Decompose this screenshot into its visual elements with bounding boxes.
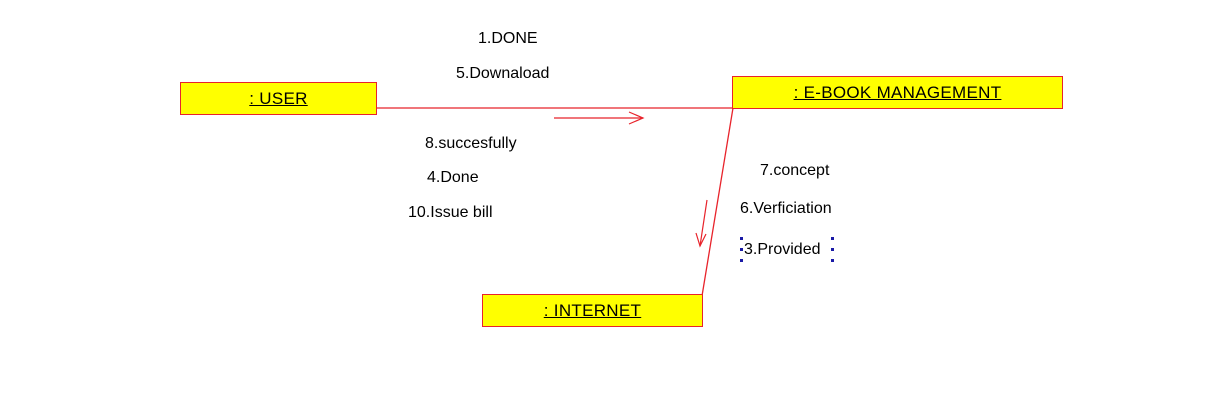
- selection-handle-top-right[interactable]: [831, 237, 834, 240]
- message-7-label: 7.concept: [760, 162, 830, 179]
- selection-handle-bottom-right[interactable]: [831, 259, 834, 262]
- message-6-label: 6.Verficiation: [740, 200, 832, 217]
- internet-object[interactable]: : INTERNET: [482, 294, 703, 327]
- user-object[interactable]: : USER: [180, 82, 377, 115]
- message-5-label: 5.Downaload: [456, 65, 550, 82]
- selection-handle-top-left[interactable]: [740, 237, 743, 240]
- message-1-label: 1.DONE: [478, 30, 538, 47]
- selection-handle-mid-right[interactable]: [831, 248, 834, 251]
- arrow-down-icon: [695, 199, 708, 248]
- message-4-label: 4.Done: [427, 169, 479, 186]
- selection-handle-bottom-left[interactable]: [740, 259, 743, 262]
- ebook-management-object[interactable]: : E-BOOK MANAGEMENT: [732, 76, 1063, 109]
- arrow-right-icon: [554, 111, 645, 125]
- message-10-label: 10.Issue bill: [408, 204, 493, 221]
- message-3-label[interactable]: 3.Provided: [744, 241, 821, 258]
- message-8-label: 8.succesfully: [425, 135, 517, 152]
- link-ebook-internet[interactable]: [701, 107, 734, 297]
- selection-handle-mid-left[interactable]: [740, 248, 743, 251]
